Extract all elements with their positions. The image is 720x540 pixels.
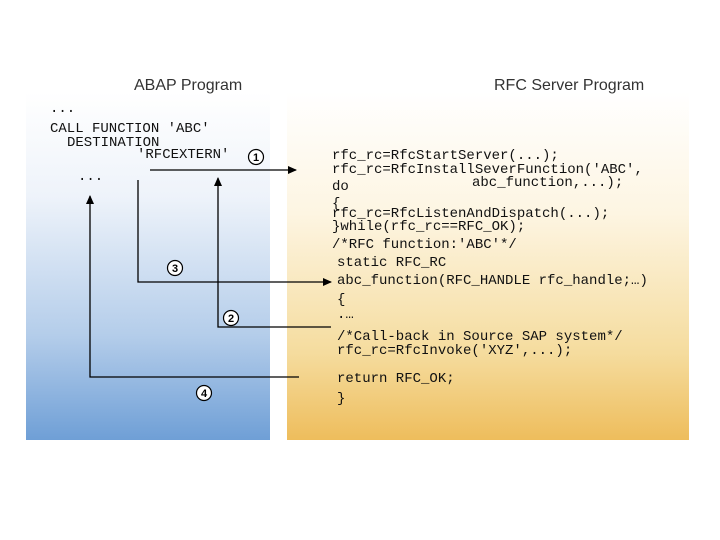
server-line-brace-open: { (332, 196, 341, 212)
abap-program-heading: ABAP Program (134, 77, 243, 94)
step-marker-3: 3 (166, 259, 184, 277)
server-line-abc-signature: abc_function(RFC_HANDLE rfc_handle;…) (337, 273, 648, 289)
server-line-do: do (332, 179, 349, 195)
arrow-step-2 (214, 177, 331, 328)
rfc-server-panel (287, 92, 689, 440)
svg-text:4: 4 (201, 388, 208, 400)
step-marker-4: 4 (195, 384, 213, 402)
server-line-while: }while(rfc_rc==RFC_OK); (332, 219, 526, 235)
arrow-step-4 (86, 195, 299, 378)
server-line-comment-abc: /*RFC function:'ABC'*/ (332, 237, 517, 253)
abap-rfcextern: 'RFCEXTERN' (137, 147, 230, 163)
server-line-start: rfc_rc=RfcStartServer(...); (332, 148, 559, 164)
server-line-return: return RFC_OK; (337, 371, 455, 387)
rfc-server-heading: RFC Server Program (494, 77, 645, 94)
abap-dots-mid: ... (78, 169, 104, 185)
svg-text:2: 2 (228, 313, 234, 325)
server-line-brace-body: { (337, 292, 346, 308)
server-line-abc-function: abc_function,...); (472, 175, 624, 191)
server-line-invoke: rfc_rc=RfcInvoke('XYZ',...); (337, 343, 573, 359)
svg-text:1: 1 (253, 152, 259, 164)
abap-destination: DESTINATION (67, 135, 160, 151)
abap-program-panel (26, 92, 270, 440)
step-marker-1: 1 (247, 148, 265, 166)
server-line-callback-comment: /*Call-back in Source SAP system*/ (337, 329, 623, 345)
abap-call-function: CALL FUNCTION 'ABC' (50, 121, 210, 137)
server-line-brace-close: } (337, 391, 346, 407)
server-line-listen: rfc_rc=RfcListenAndDispatch(...); (332, 206, 610, 222)
abap-dots-top: ... (50, 101, 76, 117)
svg-text:3: 3 (172, 263, 178, 275)
arrow-step-3 (137, 180, 332, 286)
step-marker-2: 2 (222, 309, 240, 327)
server-line-ellipsis: .… (337, 307, 354, 323)
server-line-static: static RFC_RC (337, 255, 447, 271)
server-line-install: rfc_rc=RfcInstallSeverFunction('ABC', (332, 162, 643, 178)
